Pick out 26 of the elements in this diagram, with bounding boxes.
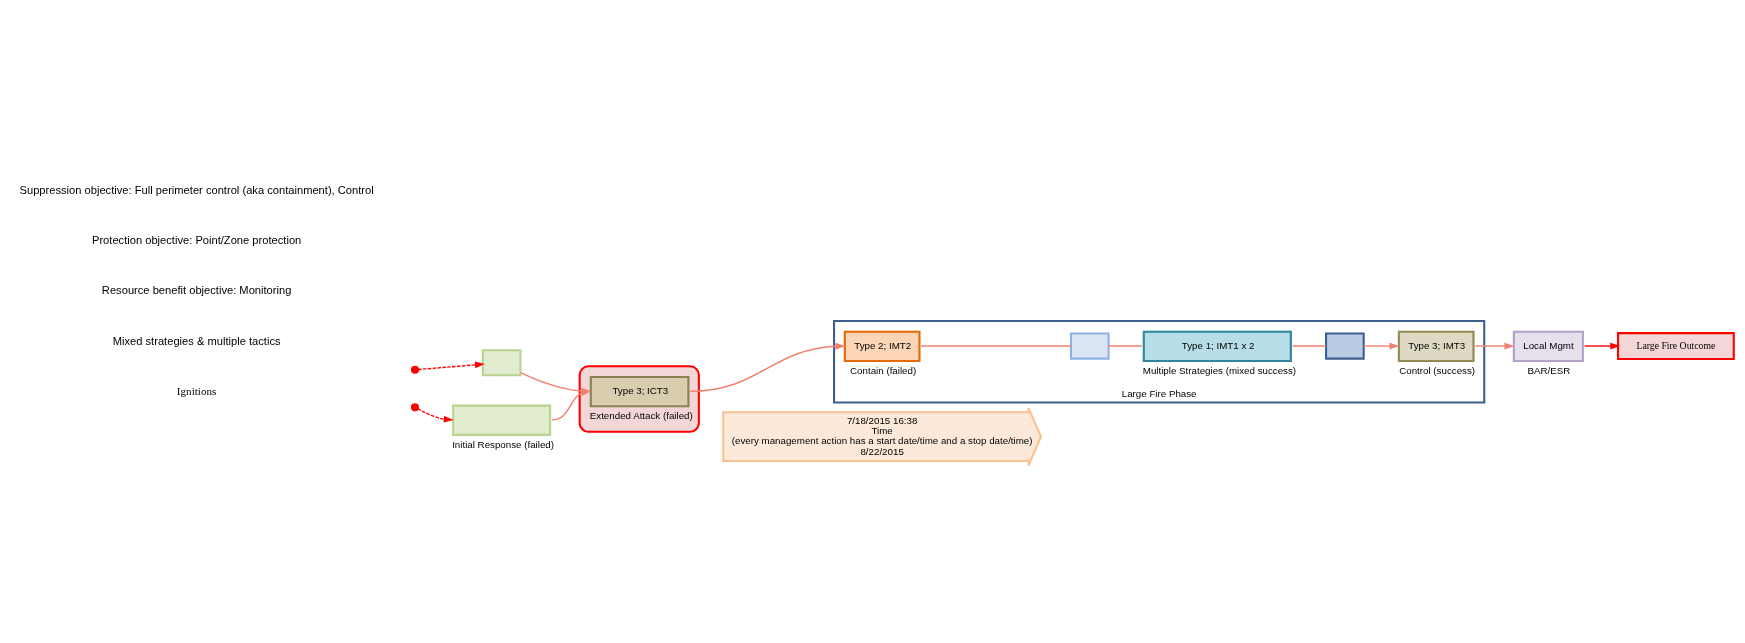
node-label: Initial Response (failed) xyxy=(452,438,555,450)
label: Resource benefit objective: Monitoring xyxy=(101,283,292,296)
node-label: Extended Attack (failed) xyxy=(589,409,693,421)
arrow xyxy=(417,407,454,423)
node-label: Control (success) xyxy=(1399,364,1476,376)
arrow xyxy=(1363,342,1400,349)
arrow xyxy=(1474,342,1515,349)
label: Mixed strategies & multiple tactics xyxy=(112,334,281,347)
node-box xyxy=(481,348,522,376)
node-box: Large Fire Outcome xyxy=(1617,331,1735,360)
arrow xyxy=(1583,342,1621,349)
node-label: BAR/ESR xyxy=(1527,364,1571,376)
node-circle xyxy=(410,402,420,411)
label: Protection objective: Point/Zone protection xyxy=(91,233,302,246)
arrow xyxy=(689,342,846,392)
node-label: Multiple Strategies (mixed success) xyxy=(1142,364,1297,376)
node-box xyxy=(1069,331,1110,360)
label: Suppression objective: Full perimeter control (aka containment), Control xyxy=(19,183,374,196)
node-label: Contain (failed) xyxy=(850,364,917,376)
connector xyxy=(1291,344,1327,347)
node-box xyxy=(1325,331,1365,360)
connector xyxy=(1107,344,1143,347)
arrow xyxy=(417,361,485,370)
connector xyxy=(920,344,1072,347)
node-circle xyxy=(410,365,420,374)
label: Ignitions xyxy=(176,384,217,397)
